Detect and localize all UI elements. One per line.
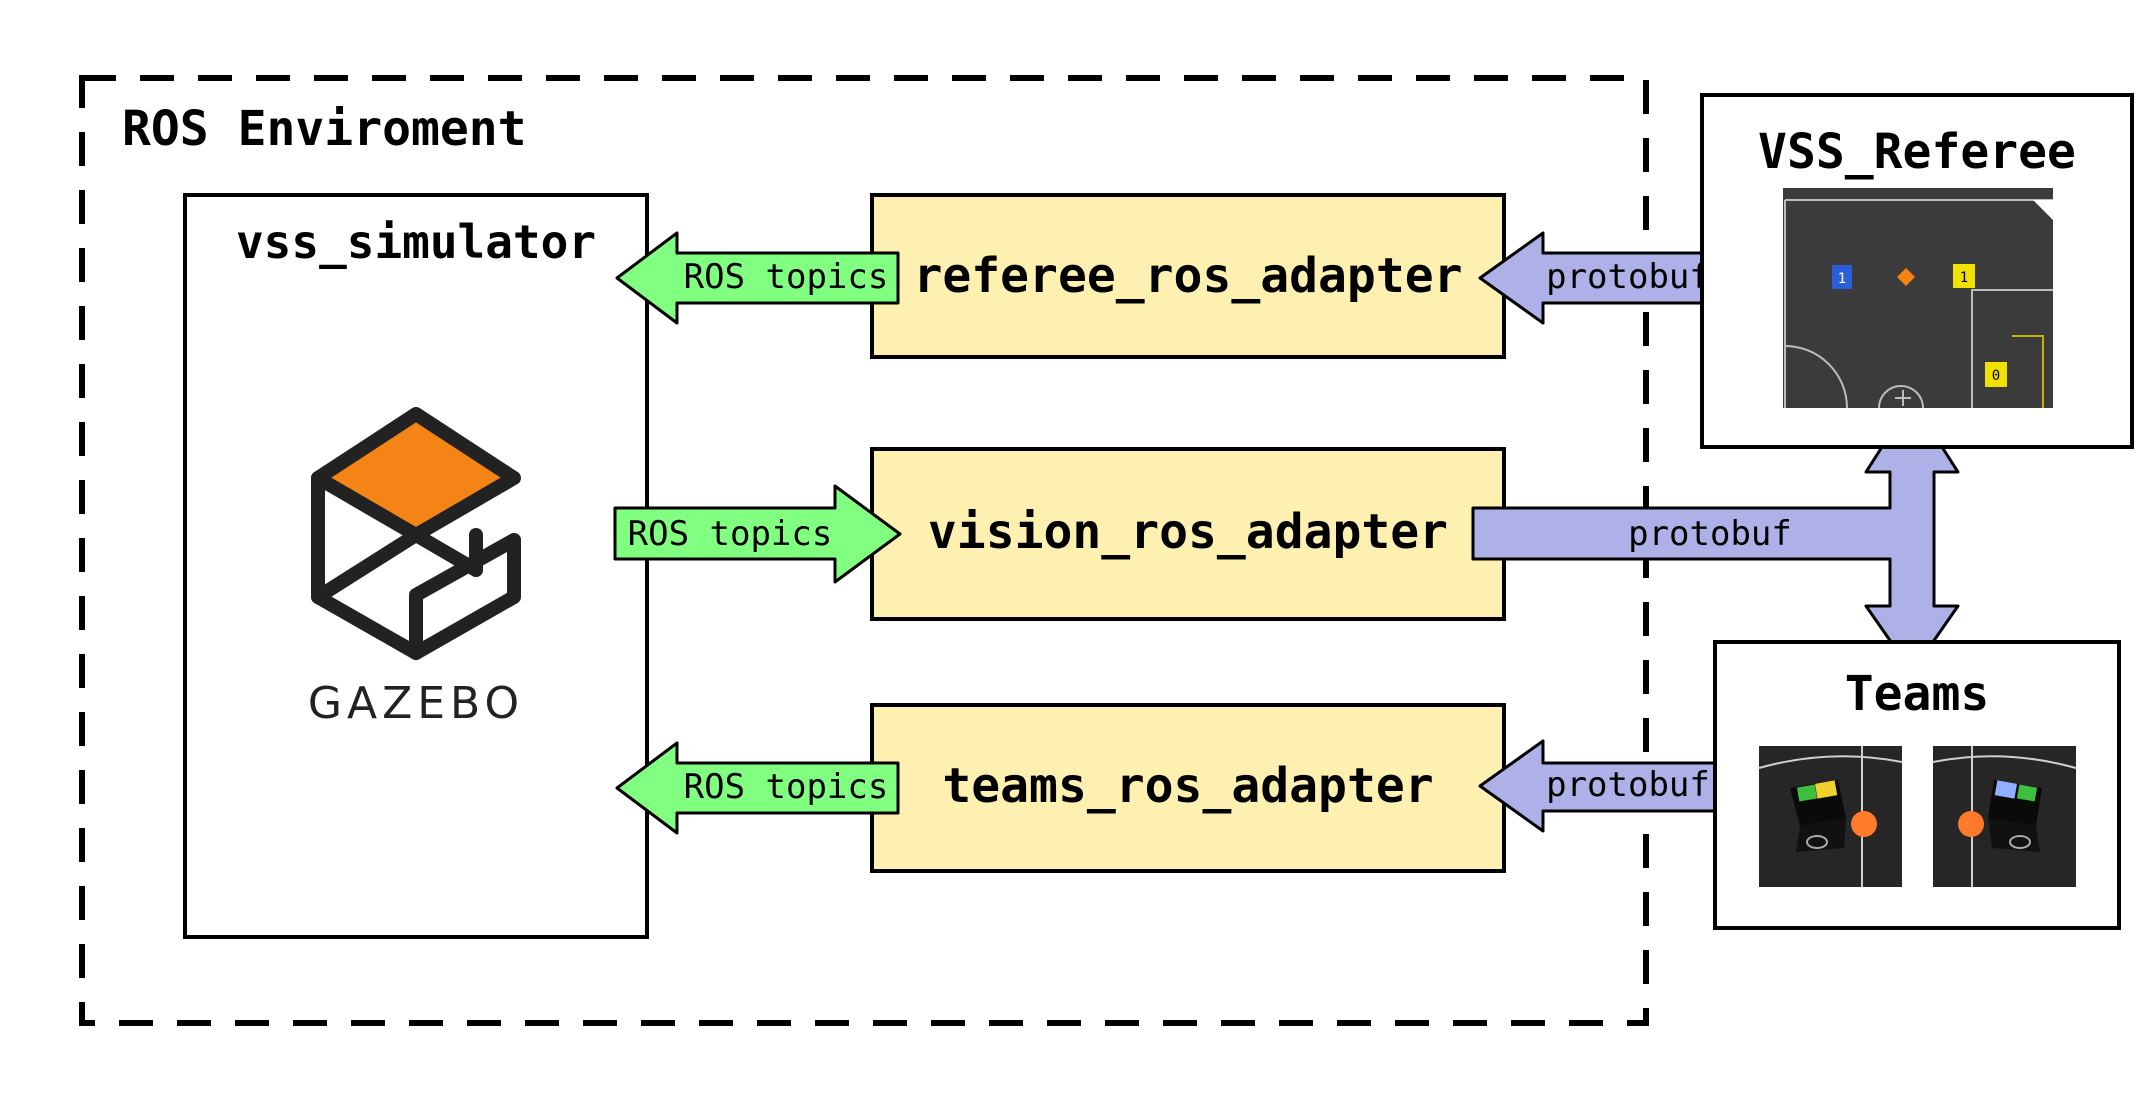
protobuf-arrow-vision-split: protobuf: [1471, 398, 1960, 674]
protobuf-arrow-teams: protobuf: [1478, 739, 1728, 833]
referee-yellow-robot-1: [1953, 264, 1975, 288]
teams-adapter-box: teams_ros_adapter: [870, 703, 1506, 873]
referee-ball: [1897, 268, 1915, 286]
teams-box: Teams: [1713, 640, 2121, 930]
protobuf-label-vision: protobuf: [1628, 514, 1792, 554]
protobuf-label-teams: protobuf: [1546, 765, 1710, 805]
referee-blue-robot-number: 1: [1838, 271, 1846, 287]
teams-adapter-title: teams_ros_adapter: [942, 758, 1433, 814]
vss-simulator-box: vss_simulator GAZEBO: [183, 193, 649, 939]
ros-topics-label-referee: ROS topics: [684, 257, 889, 297]
vss-simulator-title: vss_simulator: [236, 215, 596, 269]
vision-adapter-box: vision_ros_adapter: [870, 447, 1506, 621]
vision-adapter-title: vision_ros_adapter: [928, 504, 1448, 560]
vss-referee-box: VSS_Referee 1 1 0: [1700, 93, 2134, 449]
vss-referee-title: VSS_Referee: [1758, 124, 2076, 180]
referee-adapter-title: referee_ros_adapter: [913, 248, 1462, 304]
referee-field-screenshot: 1 1 0: [1783, 188, 2053, 409]
teams-title: Teams: [1845, 666, 1990, 722]
referee-blue-robot: [1832, 265, 1852, 289]
ros-topics-arrow-referee: ROS topics: [615, 231, 900, 325]
team-left-ball: [1851, 811, 1877, 837]
team-view-left: [1758, 746, 1903, 887]
referee-adapter-box: referee_ros_adapter: [870, 193, 1506, 359]
ros-topics-label-vision: ROS topics: [628, 514, 833, 554]
ros-topics-label-teams: ROS topics: [684, 767, 889, 807]
gazebo-logo: GAZEBO: [308, 407, 524, 729]
referee-yellow-robot-1-number: 1: [1960, 270, 1968, 286]
protobuf-label-referee: protobuf: [1546, 257, 1710, 297]
referee-yellow-robot-2-number: 0: [1992, 368, 2000, 384]
protobuf-arrow-referee: protobuf: [1478, 231, 1728, 325]
ros-environment-title: ROS Enviroment: [122, 101, 527, 157]
team-view-right: [1932, 746, 2077, 887]
team-right-ball: [1958, 811, 1984, 837]
ros-topics-arrow-vision: ROS topics: [613, 484, 902, 584]
referee-yellow-robot-2: [1985, 362, 2007, 387]
gazebo-logo-text: GAZEBO: [308, 678, 524, 729]
ros-topics-arrow-teams: ROS topics: [615, 741, 900, 835]
